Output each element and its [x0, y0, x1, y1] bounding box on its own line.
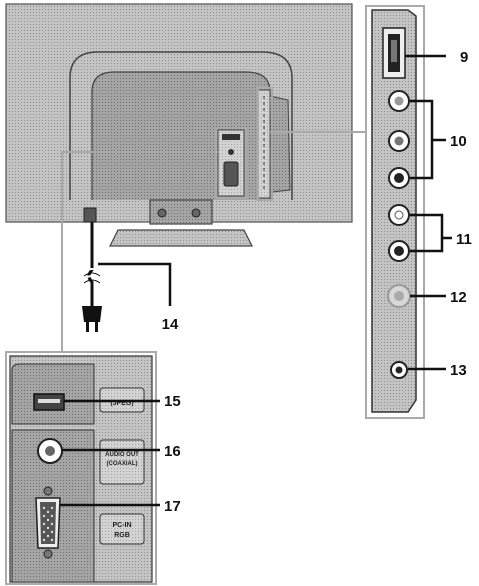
callout-17: 17: [164, 498, 181, 515]
leader-14: [98, 262, 172, 306]
tv-rear-body: [5, 3, 353, 247]
jpeg-label: (JPEG): [110, 400, 133, 407]
callout-12: 12: [450, 289, 467, 306]
side-leaders: [405, 54, 452, 371]
callout-16: 16: [164, 443, 181, 460]
pcin-label-line2: RGB: [114, 532, 130, 539]
rear-leaders: [60, 399, 160, 507]
audio-out-label-line1: AUDIO OUT: [105, 452, 139, 458]
callout-9: 9: [460, 49, 468, 66]
callout-13: 13: [450, 362, 467, 379]
callout-15: 15: [164, 393, 181, 410]
guide-lines: [61, 87, 366, 352]
audio-out-label-line2: (COAXIAL): [107, 461, 138, 467]
power-cord: [82, 222, 102, 332]
pcin-label-line1: PC-IN: [112, 522, 131, 529]
rear-panel-detail: (JPEG) AUDIO OUT (COAXIAL) PC-IN RGB: [5, 351, 157, 585]
callout-11: 11: [456, 231, 472, 248]
callout-10: 10: [450, 133, 467, 150]
side-panel-detail: [365, 5, 425, 419]
callout-14: 14: [162, 316, 179, 333]
